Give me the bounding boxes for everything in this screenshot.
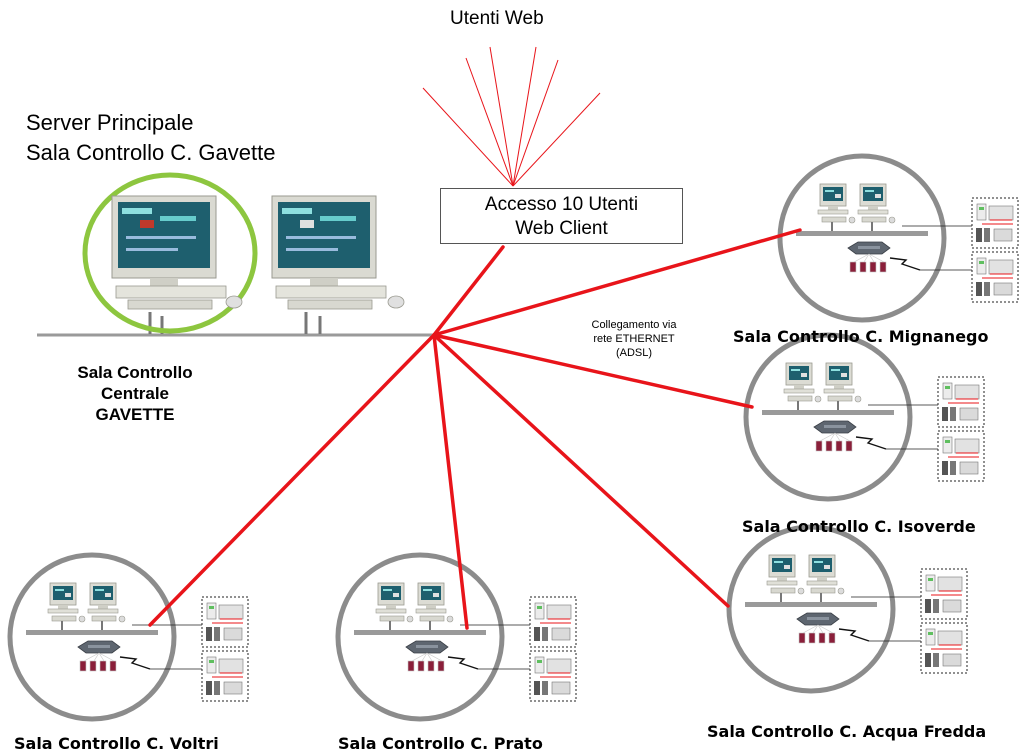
central-line-2: Centrale (100, 384, 170, 403)
server-title: Server Principale Sala Controllo C. Gave… (26, 108, 275, 168)
central-line-1: Sala Controllo (77, 363, 193, 382)
ethernet-links (148, 228, 802, 630)
link-mignanego (432, 228, 802, 337)
site-label-mignanego: Sala Controllo C. Mignanego (733, 327, 988, 346)
site-label-prato: Sala Controllo C. Prato (338, 734, 543, 750)
site-label-acqua-fredda: Sala Controllo C. Acqua Fredda (707, 722, 986, 741)
server-workstation-2 (271, 195, 405, 310)
server-title-line-1: Server Principale (26, 110, 194, 135)
central-line-3: GAVETTE (95, 405, 175, 424)
link-acqua-fredda (432, 333, 730, 608)
web-users-label: Utenti Web (450, 8, 544, 29)
main-lan (37, 312, 434, 337)
station-isoverde (746, 335, 984, 499)
web-user-lines (422, 46, 601, 187)
connection-line-2: rete ETHERNET (593, 333, 675, 345)
station-acqua-fredda (729, 527, 967, 691)
web-client-access-box: Accesso 10 Utenti Web Client (440, 188, 683, 244)
connection-line-3: (ADSL) (615, 347, 653, 359)
link-prato (432, 333, 469, 630)
site-label-isoverde: Sala Controllo C. Isoverde (742, 517, 976, 536)
station-prato (338, 555, 576, 719)
central-control-label: Sala Controllo Centrale GAVETTE (55, 362, 215, 425)
server-title-line-2: Sala Controllo C. Gavette (26, 140, 276, 165)
station-voltri (10, 555, 248, 719)
connection-label: Collegamento via rete ETHERNET (ADSL) (568, 318, 700, 360)
station-mignanego (780, 156, 1018, 320)
access-box-line-1: Accesso 10 Utenti (484, 194, 639, 215)
link-isoverde (432, 333, 754, 409)
server-workstations (82, 172, 405, 334)
link-web-client (432, 245, 505, 337)
server-workstation-1 (111, 195, 243, 310)
server-highlight-ring (82, 172, 258, 334)
access-box-line-2: Web Client (515, 218, 608, 239)
connection-line-1: Collegamento via (591, 319, 677, 331)
site-label-voltri: Sala Controllo C. Voltri (14, 734, 219, 750)
link-voltri (148, 333, 436, 627)
